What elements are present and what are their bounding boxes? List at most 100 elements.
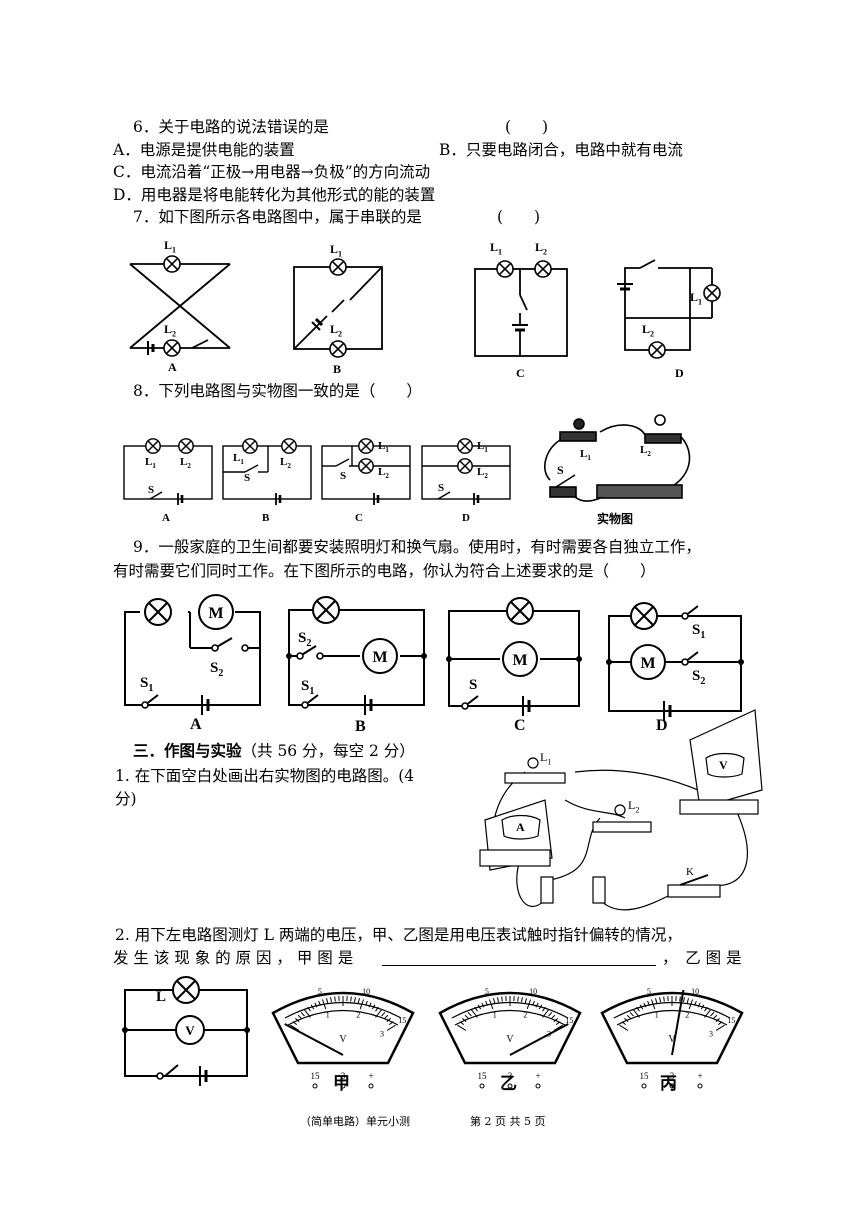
q9-line2: 有时需要它们同时工作。在下图所示的电路，你认为符合上述要求的是（ ）	[113, 562, 656, 580]
p2-line1: 2. 用下左电路图测灯 L 两端的电压，甲、乙图是用电压表试触时指针偏转的情况，	[115, 926, 682, 944]
q9-label-c: C	[514, 717, 526, 734]
svg-text:3: 3	[380, 1030, 384, 1039]
p1-ammeter-label: A	[516, 820, 525, 834]
p1-line1: 1. 在下面空白处画出右实物图的电路图。(4	[115, 767, 415, 785]
q7-circuit-c	[474, 268, 568, 357]
q8-a-l2: L2	[180, 456, 191, 471]
q8-b-l2: L2	[280, 456, 291, 471]
p2-line2a: 发 生 该 现 象 的 原 因 ， 甲 图 是	[113, 949, 354, 967]
q9-b-s2: S2	[298, 630, 312, 649]
p2-blank-jia[interactable]	[382, 965, 656, 966]
q8-c-l1: L1	[378, 440, 389, 455]
q8-d-switch: S	[438, 482, 445, 494]
svg-text:V: V	[668, 1034, 676, 1045]
q6-answer-paren: ( )	[505, 118, 549, 136]
svg-text:10: 10	[529, 987, 537, 996]
svg-text:5: 5	[318, 987, 322, 996]
q7-stem: 7．如下图所示各电路图中，属于串联的是	[133, 208, 422, 226]
svg-text:1: 1	[655, 1011, 659, 1020]
svg-text:V: V	[339, 1034, 347, 1045]
svg-text:1: 1	[493, 1011, 497, 1020]
q6-option-a: A．电源是提供电能的装置	[113, 141, 295, 159]
p2-line2b: ， 乙 图 是	[662, 949, 742, 967]
p1-l2: L2	[628, 798, 640, 815]
svg-text:10: 10	[362, 987, 370, 996]
svg-text:3: 3	[508, 1071, 513, 1081]
q9-label-a: A	[190, 716, 202, 733]
q8-c-l2: L2	[378, 466, 389, 481]
svg-text:+: +	[697, 1071, 702, 1081]
voltmeter-icon	[175, 1015, 205, 1045]
q8-photo-caption: 实物图	[597, 512, 634, 526]
q7-c-l2: L2	[535, 240, 548, 257]
q7-b-l1: L1	[330, 242, 343, 259]
q9-a-s2: S2	[210, 660, 224, 679]
q8-stem: 8．下列电路图与实物图一致的是（ ）	[133, 382, 422, 400]
q8-d-l2: L2	[477, 466, 488, 481]
svg-text:3: 3	[709, 1030, 713, 1039]
q7-c-l1: L1	[490, 240, 503, 257]
p1-line2: 分)	[115, 790, 137, 808]
q8-d-l1: L1	[477, 440, 488, 455]
svg-text:2: 2	[523, 1011, 527, 1020]
q9-d-s1: S1	[692, 622, 706, 641]
svg-text:3: 3	[341, 1071, 346, 1081]
motor-label: M	[512, 652, 527, 669]
q6-stem: 6．关于电路的说法错误的是	[133, 118, 329, 136]
motor-icon	[502, 641, 538, 677]
svg-text:V: V	[506, 1034, 514, 1045]
footer-page: 第 2 页 共 5 页	[470, 1115, 546, 1128]
q9-b-s1: S1	[301, 678, 315, 697]
q9-label-d: D	[656, 717, 668, 734]
svg-text:5: 5	[647, 987, 651, 996]
svg-text:10: 10	[691, 987, 699, 996]
q7-d-l2: L2	[642, 322, 655, 339]
meter-caption-jia: 甲	[333, 1074, 350, 1094]
q7-answer-paren: ( )	[497, 208, 541, 226]
q8-photo-l2: L2	[640, 444, 651, 459]
svg-text:15: 15	[727, 1016, 735, 1025]
q8-label-d: D	[462, 512, 470, 524]
q6-option-b: B．只要电路闭合，电路中就有电流	[439, 141, 683, 159]
q8-label-a: A	[162, 512, 170, 524]
q7-label-c: C	[516, 366, 525, 380]
motor-icon	[630, 644, 666, 680]
q7-d-l1: L1	[690, 290, 703, 307]
meter-caption-yi: 乙	[500, 1074, 517, 1094]
q7-a-l2: L2	[164, 322, 177, 339]
q9-line1: 9．一般家庭的卫生间都要安装照明灯和换气扇。使用时，有时需要各自独立工作，	[133, 538, 701, 556]
q9-c-s: S	[469, 677, 478, 693]
svg-text:3: 3	[670, 1071, 675, 1081]
svg-text:V: V	[185, 1023, 195, 1038]
motor-icon	[362, 638, 398, 674]
q8-a-l1: L1	[145, 456, 156, 471]
footer-title: （简单电路）单元小测	[300, 1115, 410, 1128]
q8-physical-circuit	[544, 414, 691, 502]
svg-text:15: 15	[478, 1071, 488, 1081]
q7-b-l2: L2	[330, 322, 343, 339]
q7-label-b: B	[333, 362, 342, 376]
motor-label: M	[372, 649, 387, 666]
svg-text:+: +	[368, 1071, 373, 1081]
q9-d-s2: S2	[692, 668, 706, 687]
p1-voltmeter-label: V	[719, 758, 728, 772]
q8-photo-l1: L1	[580, 448, 591, 463]
q8-photo-switch: S	[557, 463, 564, 477]
section3-heading: 三．作图与实验（共 56 分，每空 2 分）	[133, 741, 415, 760]
q6-option-c: C．电流沿着“正极→用电器→负极”的方向流动	[113, 163, 431, 181]
q7-a-l1: L1	[164, 238, 177, 255]
motor-label: M	[640, 655, 655, 672]
svg-text:15: 15	[565, 1016, 573, 1025]
q8-b-switch: S	[244, 472, 251, 484]
q9-a-s1: S1	[140, 675, 154, 694]
q8-label-b: B	[262, 512, 270, 524]
q8-b-l1: L1	[233, 452, 244, 467]
q9-label-b: B	[355, 718, 366, 735]
motor-icon	[198, 594, 234, 630]
